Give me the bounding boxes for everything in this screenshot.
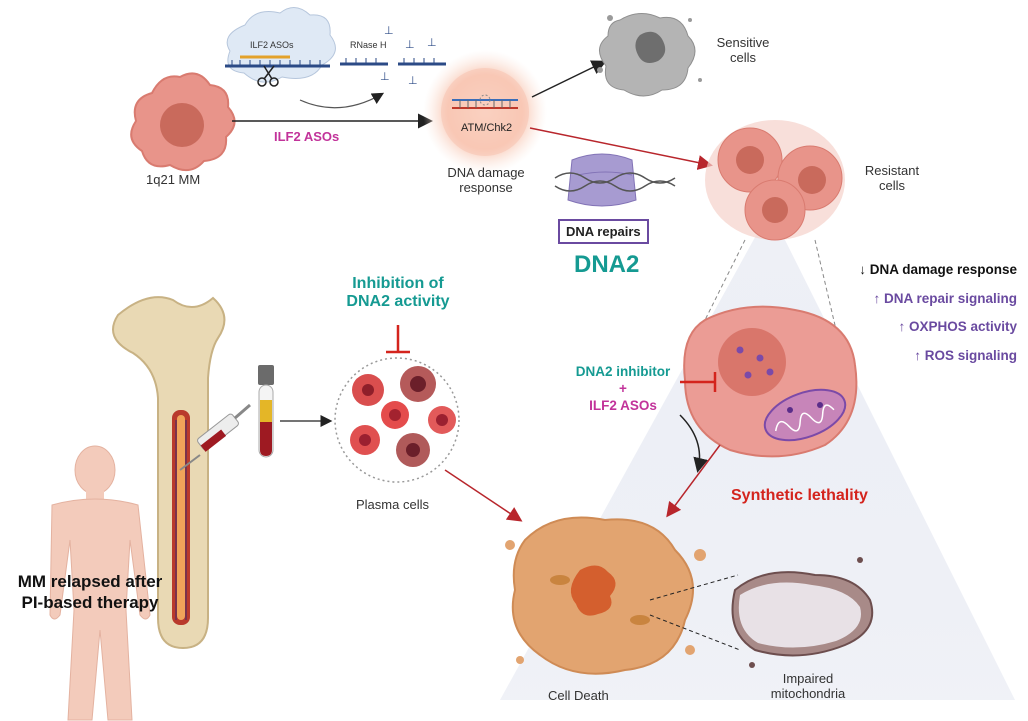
syringe-icon [179, 403, 251, 471]
effects-list: ↓ DNA damage response ↑ DNA repair signa… [827, 256, 1017, 370]
plasma-cells-icon [334, 357, 460, 483]
effect-oxphos: ↑ OXPHOS activity [898, 319, 1017, 334]
mm-1q21-label: 1q21 MM [146, 172, 201, 187]
ilf2-asos-arrow-label: ILF2 ASOs [274, 129, 340, 144]
dna2-title: DNA2 [574, 251, 640, 278]
zoomed-cell-icon [683, 305, 858, 458]
zoom-to-death-arrow [666, 444, 721, 518]
plasma-cells-label: Plasma cells [356, 497, 429, 512]
mm-cell-icon [130, 72, 236, 172]
dna2-protein-icon [554, 153, 676, 207]
svg-text:⊥: ⊥ [380, 71, 390, 83]
dna-repairs-box: DNA repairs [558, 219, 649, 244]
ddr-dna-icon [452, 94, 518, 109]
blood-tube-icon [258, 365, 274, 458]
impaired-mito-icon [731, 557, 874, 668]
svg-text:⊥: ⊥ [408, 75, 418, 87]
human-body-icon [49, 445, 151, 721]
femur-bone-icon [112, 296, 226, 650]
svg-text:⊥: ⊥ [405, 39, 415, 51]
plasma-to-death-arrow [444, 469, 523, 522]
aso-cloud-icon [225, 7, 336, 87]
sensitive-cell-icon [597, 13, 702, 97]
atm-chk2-label: ATM/Chk2 [461, 122, 513, 134]
dead-cell-icon [505, 516, 706, 675]
effect-ros: ↑ ROS signaling [914, 347, 1017, 363]
mitochondrion-icon [763, 388, 847, 442]
ddr-to-sensitive-arrow [531, 60, 607, 98]
rnase-h-icon: ⊥ ⊥ ⊥ ⊥ ⊥ [340, 25, 446, 87]
svg-text:⊥: ⊥ [384, 25, 394, 37]
aso-curve-arrow [299, 92, 385, 109]
ddr-to-resistant-arrow [529, 127, 713, 170]
combo-to-death-arrow [679, 414, 709, 473]
rnase-h-label: RNase H [350, 40, 387, 50]
ilf2-asos-tag: ILF2 ASOs [250, 40, 294, 50]
effect-ddr: ↓ DNA damage response [859, 262, 1017, 277]
synthetic-lethality-label: Synthetic lethality [731, 487, 868, 504]
resistant-cells-icon [705, 120, 845, 241]
svg-text:⊥: ⊥ [427, 37, 437, 49]
effect-repair: ↑ DNA repair signaling [873, 290, 1017, 306]
combo-label: DNA2 inhibitor + ILF2 ASOs [575, 364, 671, 413]
cell-death-label: Cell Death [548, 688, 609, 703]
